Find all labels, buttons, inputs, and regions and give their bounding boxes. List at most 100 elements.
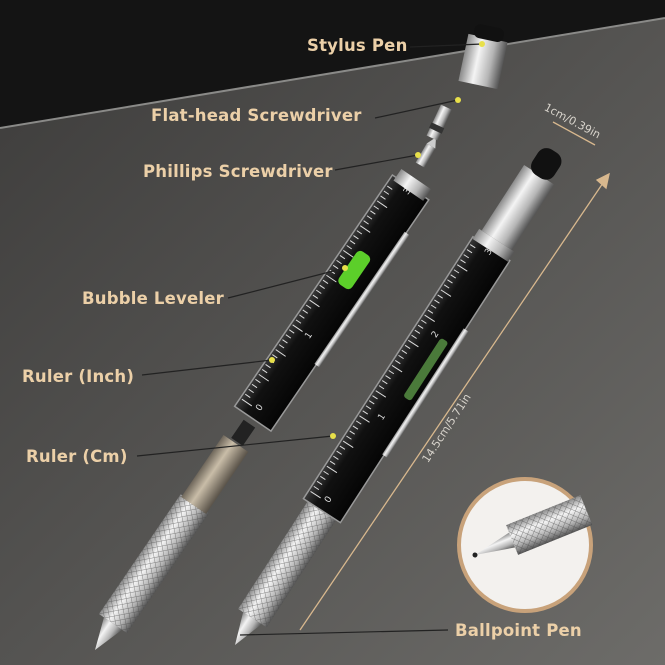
ruler-tick — [342, 440, 354, 448]
ruler-tick — [383, 190, 390, 195]
ruler-tick — [272, 354, 278, 359]
ruler-tick — [309, 299, 320, 308]
ruler-tick — [339, 255, 346, 260]
ruler-tick — [352, 425, 359, 430]
ruler-tick — [248, 388, 254, 394]
ruler-tick — [322, 279, 329, 284]
ruler-tick — [255, 378, 261, 384]
ruler-tick — [310, 490, 321, 499]
ruler-tick — [391, 365, 403, 373]
ruler-tick — [319, 284, 325, 289]
grip-sleeve — [181, 435, 249, 514]
ruler-tick — [329, 269, 336, 275]
ruler-tick — [258, 373, 270, 382]
ruler-tick — [365, 405, 372, 410]
ruler-tick — [295, 319, 302, 324]
ruler-tick — [312, 294, 319, 299]
ruler-tick — [261, 369, 268, 374]
ruler-tick — [375, 390, 387, 398]
ruler-tick — [427, 309, 434, 314]
ruler-tick — [424, 314, 435, 323]
ruler-tick — [469, 244, 476, 249]
ruler-tick — [349, 240, 356, 245]
ruler-digit: 1 — [304, 331, 315, 341]
ruler-tick — [381, 380, 388, 385]
phillips-bit — [415, 137, 436, 168]
ruler-tick — [388, 370, 395, 375]
ruler-tick — [370, 210, 376, 215]
ruler-tick — [395, 360, 401, 365]
ruler-tick — [288, 329, 295, 334]
ruler-digit: 2 — [430, 330, 442, 340]
ruler-tick — [368, 400, 375, 405]
leader-lines — [136, 43, 483, 636]
ruler-tick — [302, 309, 308, 314]
bubble-level-green — [338, 250, 371, 290]
ruler-tick — [366, 215, 373, 220]
ruler-tick — [450, 274, 456, 279]
ruler-tick — [326, 465, 338, 474]
ruler-tick — [363, 220, 369, 225]
ballpoint-inset — [457, 477, 593, 613]
ruler-tick — [333, 455, 339, 460]
ruler-tick — [332, 264, 339, 270]
ruler-tick — [372, 395, 378, 400]
label-stylus-pen: Stylus Pen — [307, 36, 408, 55]
ruler-tick — [275, 349, 286, 357]
stylus-tip — [531, 148, 562, 180]
ruler-tick — [355, 420, 362, 425]
ruler-tick — [463, 254, 470, 259]
ruler-tick — [278, 344, 285, 349]
ruler-tick — [346, 435, 352, 440]
ruler-digit: 0 — [254, 403, 266, 414]
ruler-tick — [417, 324, 424, 329]
ruler-tick — [414, 329, 421, 334]
ruler-tick — [336, 259, 342, 265]
ruler-tick — [323, 470, 329, 475]
ruler-tick — [349, 430, 355, 435]
ruler-tick — [440, 289, 452, 297]
ruler-tick — [285, 334, 292, 339]
dimension-arrows — [299, 121, 610, 631]
ruler-tick — [380, 195, 386, 200]
ruler-tick — [359, 415, 370, 423]
ruler-tick — [362, 410, 369, 415]
ruler-tick — [401, 349, 408, 355]
label-ruler-cm: Ruler (Cm) — [26, 447, 128, 466]
ruler-tick — [404, 344, 411, 349]
label-flathead-screwdriver: Flat-head Screwdriver — [151, 106, 362, 125]
ruler-tick — [329, 460, 336, 465]
label-ballpoint-pen: Ballpoint Pen — [455, 621, 582, 640]
stylus-cap — [458, 24, 508, 90]
ruler-tick — [316, 480, 323, 486]
label-bubble-leveler: Bubble Leveler — [82, 289, 224, 308]
ruler-tick — [305, 304, 312, 309]
ruler-tick — [282, 339, 288, 344]
ring — [472, 228, 515, 262]
ruler-digit: 3 — [402, 186, 413, 196]
ruler-tick — [373, 205, 380, 210]
ruler-tick — [460, 259, 466, 264]
ruler-tick — [453, 269, 460, 274]
ruler-tick — [353, 235, 359, 240]
ruler-tick — [241, 398, 253, 407]
ruler-digit: 1 — [377, 412, 389, 422]
pocket-clip — [382, 328, 469, 458]
ruler-tick — [339, 445, 346, 450]
ruler-tick — [411, 334, 417, 339]
ruler-tick — [326, 274, 337, 283]
ruler-tick — [466, 249, 473, 254]
callout-dots — [269, 41, 485, 439]
ballpoint-tip — [235, 612, 262, 645]
ruler-tick — [378, 385, 385, 390]
label-ruler-inch: Ruler (Inch) — [22, 367, 135, 386]
ruler-tick — [447, 279, 453, 284]
ruler-tick — [430, 304, 437, 309]
ruler-tick — [359, 225, 371, 233]
ruler-tick — [385, 375, 391, 380]
ruler-tick — [244, 393, 251, 398]
ruler-tick — [456, 264, 468, 272]
